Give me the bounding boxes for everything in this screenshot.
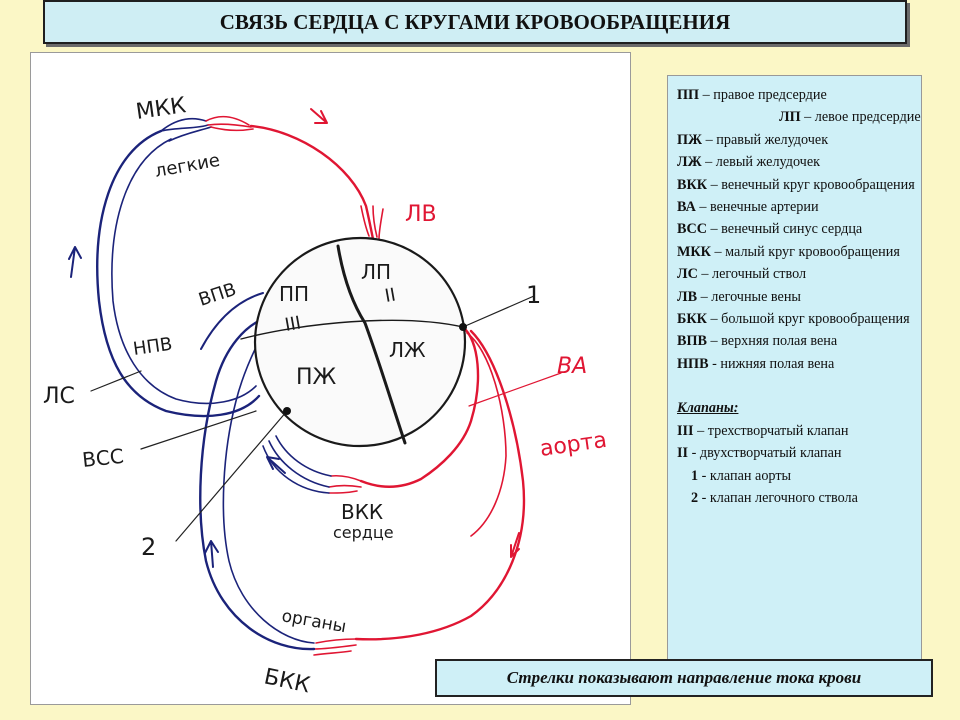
label-lzh: ЛЖ [389, 338, 426, 362]
legend-row: ВА – венечные артерии [677, 199, 819, 216]
label-tricuspid-mark: III [283, 312, 302, 335]
label-valve-2: 2 [141, 533, 156, 561]
heart-outline [253, 236, 467, 448]
inferior-vena-cava [199, 317, 316, 651]
label-vpv: ВПВ [196, 279, 239, 311]
legend-row: ЛВ – легочные вены [677, 288, 801, 305]
legend-row: НПВ - нижняя полая вена [677, 355, 835, 372]
label-valve-1: 1 [526, 281, 541, 309]
label-bkk: БКК [262, 664, 313, 698]
heart-septum [336, 244, 407, 445]
coronary-artery [466, 332, 507, 537]
pulmonary-vein-vessel [249, 124, 375, 241]
legend-row: ЛЖ – левый желудочек [677, 154, 821, 171]
circulation-drawing: МКК легкие ЛВ ЛС ВПВ НПВ ПП ЛП ПЖ ЛЖ III… [30, 52, 631, 705]
label-vkk: ВКК [341, 500, 383, 524]
label-heart: сердце [333, 523, 394, 542]
legend-row: ЛП – левое предсердие [779, 109, 921, 126]
pulmonary-vein-fan [360, 205, 384, 240]
pointer-va [468, 372, 562, 407]
aorta-vessel [359, 325, 480, 488]
label-organs: органы [280, 606, 348, 637]
vena-cava-upper [200, 292, 264, 350]
label-pp: ПП [279, 282, 309, 306]
label-va: ВА [557, 354, 587, 379]
heart-circulation-diagram: МКК легкие ЛВ ЛС ВПВ НПВ ПП ЛП ПЖ ЛЖ III… [43, 93, 608, 698]
label-lungs: легкие [153, 150, 221, 182]
valve-row: 1 - клапан аорты [691, 467, 792, 484]
arrow-icon-aorta [510, 532, 520, 558]
label-ls: ЛС [43, 384, 75, 409]
label-npv: НПВ [132, 334, 174, 360]
legend-row: БКК – большой круг кровообращения [677, 311, 910, 328]
valve-row: 2 - клапан легочного ствола [691, 489, 858, 506]
valves-heading: Клапаны: [677, 400, 739, 417]
legend-row: МКК – малый круг кровообращения [677, 243, 900, 260]
legend-row: ВСС – венечный синус сердца [677, 221, 863, 238]
valve-1-dot [459, 323, 467, 331]
arrow-icon-vena-cava [204, 540, 219, 568]
pointer-vss [140, 410, 257, 450]
organs-capillaries-arterial [313, 638, 357, 656]
legend-row: ПП – правое предсердие [677, 87, 827, 103]
superior-vena-cava [222, 340, 315, 644]
pulmonary-artery-vessel [96, 129, 261, 418]
arrow-icon-pulmonary-artery [68, 246, 82, 278]
valve-row: II - двухстворчатый клапан [677, 445, 842, 462]
label-pzh: ПЖ [296, 365, 337, 390]
abbreviation-legend: ПП – правое предсердие ЛП – левое предсе… [667, 75, 922, 666]
pulmonary-artery-inner [111, 138, 257, 405]
label-vss: ВСС [81, 444, 125, 472]
arrow-icon-coronary [266, 456, 286, 474]
heart-av-line [240, 319, 464, 340]
pointer-ls [90, 370, 142, 392]
valve-2-dot [283, 407, 291, 415]
label-aorta: аорта [538, 428, 608, 462]
arrow-icon-pulmonary-vein [310, 108, 328, 124]
label-bicuspid-mark: II [383, 284, 397, 307]
pointer-valve-2 [175, 410, 288, 542]
pointer-valve-1 [462, 295, 535, 328]
footer-caption: Стрелки показывают направление тока кров… [435, 659, 933, 697]
legend-row: ЛС – легочный ствол [677, 266, 807, 283]
page-title: СВЯЗЬ СЕРДЦА С КРУГАМИ КРОВООБРАЩЕНИЯ [43, 0, 907, 44]
coronary-capillaries-arterial [328, 474, 362, 494]
legend-row: ПЖ – правый желудочек [677, 131, 829, 148]
label-lp: ЛП [361, 260, 391, 284]
lungs-capillaries-venous [160, 117, 212, 142]
legend-row: ВПВ – верхняя полая вена [677, 333, 838, 350]
label-lv: ЛВ [405, 202, 437, 227]
lungs-capillaries-arterial [205, 115, 254, 132]
coronary-capillaries-venous [262, 435, 332, 494]
legend-row: ВКК – венечный круг кровообращения [677, 176, 915, 193]
valve-row: III – трехстворчатый клапан [677, 422, 849, 439]
